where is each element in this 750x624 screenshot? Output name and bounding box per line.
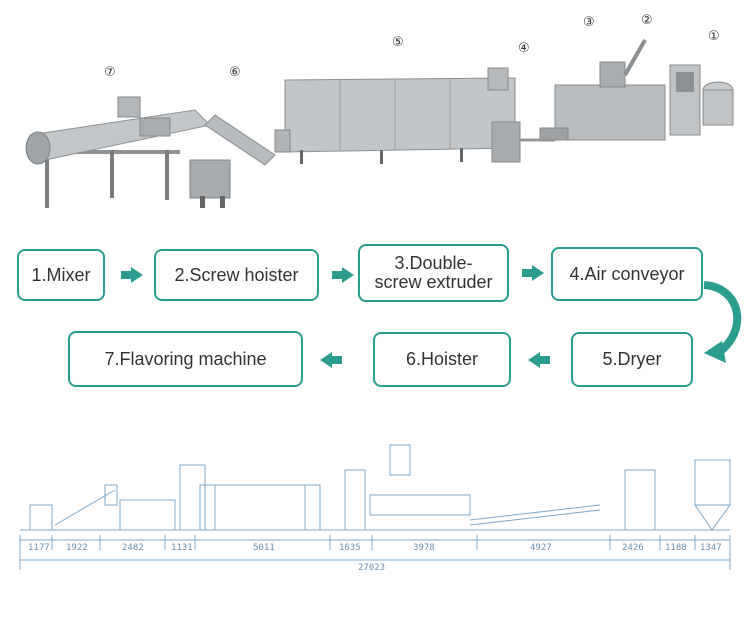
step-dryer: 5.Dryer [571, 332, 693, 387]
curved-arrow-icon [703, 281, 742, 363]
step-flavoring-machine-label: 7.Flavoring machine [104, 348, 267, 369]
mixer-image [669, 64, 734, 136]
layout-drawing: 1177 1922 2482 1131 5011 1635 3978 4927 … [19, 444, 731, 573]
photo-label-2: ② [641, 13, 653, 28]
step-air-conveyor: 4.Air conveyor [551, 247, 703, 301]
step-air-conveyor-label: 4.Air conveyor [569, 263, 685, 284]
photo-label-3: ③ [583, 15, 595, 30]
step-screw-hoister-label: 2.Screw hoister [174, 264, 299, 285]
step-dryer-label: 5.Dryer [602, 349, 662, 369]
dimension-1188: 1188 [665, 543, 687, 553]
photo-label-4: ④ [518, 41, 530, 56]
step-extruder-label-line2: screw extruder [374, 272, 493, 292]
dimension-2482: 2482 [122, 543, 144, 553]
step-screw-hoister: 2.Screw hoister [154, 249, 319, 301]
dimension-1177: 1177 [28, 543, 50, 553]
photo-label-5: ⑤ [392, 35, 404, 50]
arrow-right-icon [522, 265, 544, 281]
dimension-1635: 1635 [339, 543, 361, 553]
photo-label-1: ① [708, 29, 720, 44]
arrow-right-icon [332, 267, 354, 283]
step-mixer-label: 1.Mixer [31, 264, 91, 285]
arrow-right-icon [121, 267, 143, 283]
flavoring-machine-image [25, 96, 212, 208]
production-line-photo: ⑦ ⑥ ⑤ ④ ③ ② ① [25, 13, 734, 208]
dryer-image [274, 77, 516, 164]
dimension-2426: 2426 [622, 543, 644, 553]
dimension-1347: 1347 [700, 543, 722, 553]
dimension-1922: 1922 [66, 543, 88, 553]
dimension-5011: 5011 [253, 543, 275, 553]
step-hoister: 6.Hoister [373, 332, 511, 387]
step-extruder-label-line1: 3.Double- [394, 253, 473, 273]
arrow-left-icon [320, 352, 342, 368]
dimension-3978: 3978 [413, 543, 435, 553]
photo-label-6: ⑥ [229, 65, 241, 80]
step-hoister-label: 6.Hoister [405, 349, 479, 369]
photo-label-7: ⑦ [104, 65, 116, 80]
dimension-4927: 4927 [530, 543, 552, 553]
dimension-1131: 1131 [171, 543, 193, 553]
step-mixer: 1.Mixer [17, 249, 105, 301]
total-length: 27023 [358, 563, 385, 573]
hoister-image [189, 114, 276, 208]
step-flavoring-machine: 7.Flavoring machine [68, 331, 303, 387]
arrow-left-icon [528, 352, 550, 368]
step-double-screw-extruder: 3.Double- screw extruder [358, 244, 509, 302]
extruder-image [539, 39, 666, 141]
